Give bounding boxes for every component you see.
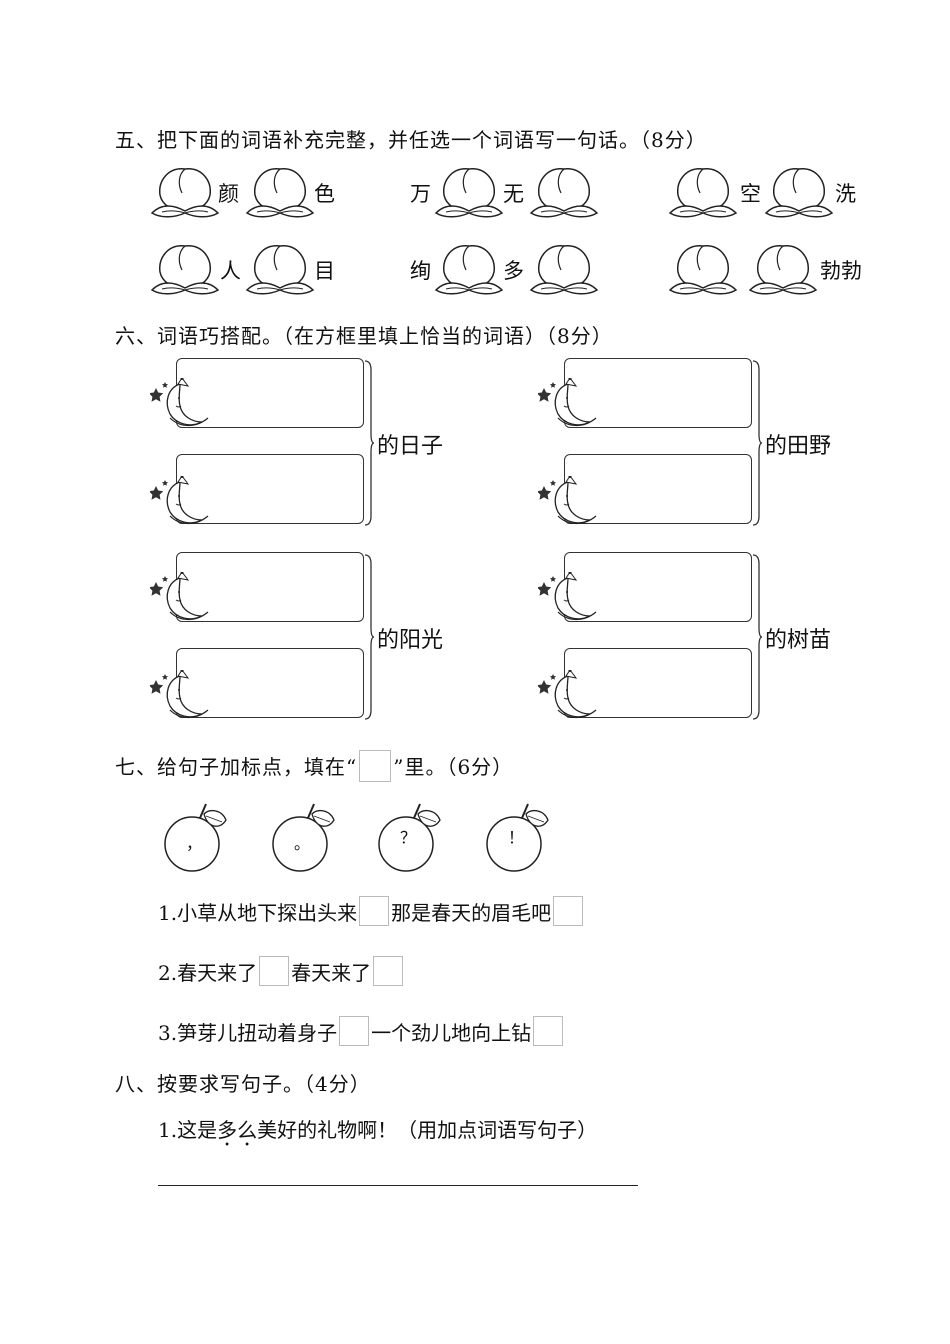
peach-blank-icon[interactable]	[666, 163, 740, 221]
punctuation-box[interactable]	[259, 956, 290, 986]
peach-blank-icon[interactable]	[527, 163, 601, 221]
section6-title: 六、词语巧搭配。（在方框里填上恰当的词语）（8分）	[115, 324, 613, 348]
word-char: 颜	[218, 182, 239, 206]
question-text: 1.这是多么美好的礼物啊！（用加点词语写句子）	[158, 1114, 597, 1143]
peach-blank-icon[interactable]	[762, 163, 836, 221]
moon-star-icon	[150, 670, 210, 722]
peach-blank-icon[interactable]	[527, 240, 601, 298]
peach-blank-icon[interactable]	[432, 240, 506, 298]
suffix-text: 的阳光	[377, 628, 444, 653]
brace-icon	[364, 554, 374, 720]
brace-icon	[752, 360, 762, 526]
apple-mark-period: 。	[268, 800, 338, 872]
punctuation-sentence: 1.小草从地下探出头来那是春天的眉毛吧	[158, 896, 585, 926]
word-char: 目	[314, 259, 335, 283]
section8-title: 八、按要求写句子。（4分）	[115, 1072, 371, 1096]
answer-line[interactable]	[158, 1185, 638, 1186]
section5-title: 五、把下面的词语补充完整，并任选一个词语写一句话。（8分）	[115, 128, 707, 152]
peach-blank-icon[interactable]	[432, 163, 506, 221]
word-char: 多	[503, 259, 524, 283]
punctuation-sentence: 3.笋芽儿扭动着身子一个劲儿地向上钻	[158, 1016, 565, 1046]
section7-title: 七、给句子加标点，填在“”里。（6分）	[115, 750, 513, 782]
moon-star-icon	[538, 476, 598, 528]
word-answer-box[interactable]	[176, 358, 364, 428]
word-answer-box[interactable]	[176, 648, 364, 718]
peach-blank-icon[interactable]	[148, 163, 222, 221]
word-char: 空	[740, 182, 761, 206]
word-char: 人	[220, 259, 241, 283]
peach-blank-icon[interactable]	[746, 240, 820, 298]
word-char: 色	[314, 182, 335, 206]
word-answer-box[interactable]	[564, 454, 752, 524]
punctuation-box[interactable]	[373, 956, 404, 986]
moon-star-icon	[150, 572, 210, 624]
brace-icon	[364, 360, 374, 526]
sample-square	[359, 750, 392, 782]
word-char: 洗	[835, 182, 856, 206]
word-answer-box[interactable]	[176, 552, 364, 622]
dotted-char: 么	[237, 1118, 257, 1142]
word-answer-box[interactable]	[564, 358, 752, 428]
word-char: 绚	[410, 259, 431, 283]
peach-blank-icon[interactable]	[666, 240, 740, 298]
moon-star-icon	[150, 476, 210, 528]
moon-star-icon	[538, 572, 598, 624]
punctuation-box[interactable]	[553, 896, 584, 926]
word-answer-box[interactable]	[564, 648, 752, 718]
peach-blank-icon[interactable]	[243, 240, 317, 298]
suffix-text: 的树苗	[765, 628, 832, 653]
word-answer-box[interactable]	[176, 454, 364, 524]
apple-mark-question: ？	[374, 800, 444, 872]
moon-star-icon	[538, 378, 598, 430]
word-char: 万	[410, 182, 431, 206]
peach-blank-icon[interactable]	[243, 163, 317, 221]
peach-blank-icon[interactable]	[148, 240, 222, 298]
dotted-char: 多	[217, 1118, 237, 1142]
apple-mark-exclamation: ！	[482, 800, 552, 872]
punctuation-box[interactable]	[359, 896, 390, 926]
suffix-text: 的日子	[377, 434, 444, 459]
brace-icon	[752, 554, 762, 720]
suffix-text: 的田野	[765, 434, 832, 459]
moon-star-icon	[538, 670, 598, 722]
punctuation-box[interactable]	[339, 1016, 370, 1046]
word-char: 勃勃	[820, 259, 862, 283]
punctuation-sentence: 2.春天来了春天来了	[158, 956, 405, 986]
punctuation-box[interactable]	[533, 1016, 564, 1046]
word-char: 无	[503, 182, 524, 206]
apple-mark-comma: ，	[160, 800, 230, 872]
moon-star-icon	[150, 378, 210, 430]
